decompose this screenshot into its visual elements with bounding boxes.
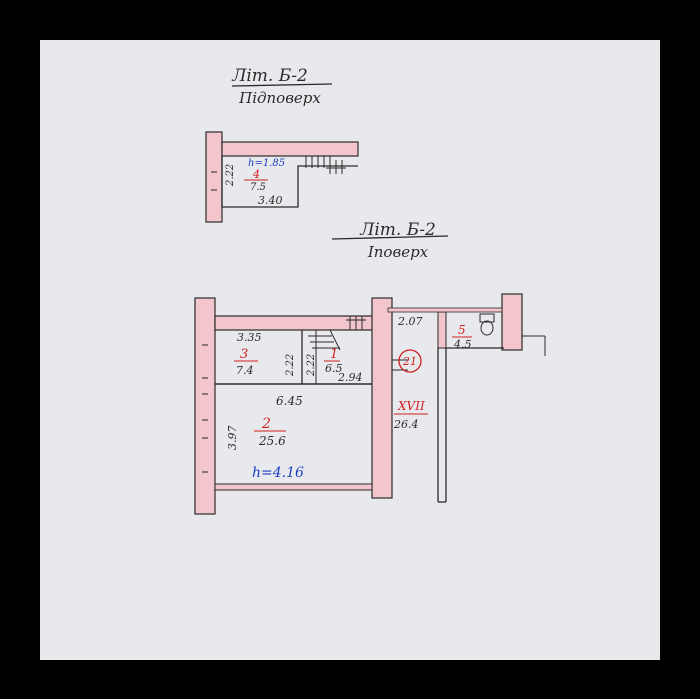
room-1-number: 1 [330, 347, 338, 362]
basement-room-outline [221, 156, 358, 208]
first-floor-stairs [308, 316, 366, 351]
room-2-area: 25.6 [258, 434, 286, 448]
room-1-area: 6.5 [325, 362, 343, 375]
corridor-area: 26.4 [393, 418, 419, 431]
basement-left-wall [205, 131, 223, 223]
left-outer-wall [194, 297, 216, 515]
basement-height-label: h=1.85 [248, 158, 285, 169]
dim-222-a: 2.22 [285, 354, 296, 377]
first-floor-title-underline [331, 235, 449, 240]
right-partition-wall [371, 297, 393, 499]
basement-title: Літ. Б-2 [231, 66, 308, 86]
room-2-number: 2 [261, 416, 271, 432]
plan-sheet: Літ. Б-2 Підповерх h=1.85 4 7.5 3.40 2.2… [40, 40, 660, 660]
floor-plan-drawing: Літ. Б-2 Підповерх h=1.85 4 7.5 3.40 2.2… [194, 66, 546, 515]
top-wall [214, 315, 376, 331]
upper-right-wall [387, 307, 503, 313]
dim-645: 6.45 [276, 394, 303, 408]
dim-294: 2.94 [337, 371, 363, 384]
dim-222-b: 2.22 [306, 354, 317, 377]
first-floor-height-label: h=4.16 [252, 465, 304, 481]
basement-title-underline [231, 83, 333, 87]
right-outer-wall [501, 293, 523, 351]
first-floor-title: Літ. Б-2 [359, 220, 436, 240]
bathroom-wall [437, 311, 447, 349]
first-floor-interior-lines [215, 330, 546, 503]
basement-stairs [305, 156, 346, 174]
basement-subtitle: Підповерх [238, 89, 321, 107]
room-5-number: 5 [458, 323, 466, 337]
corridor-number: XVII [397, 399, 425, 413]
room-3-area: 7.4 [236, 364, 254, 377]
unit-number-circle [398, 349, 422, 373]
left-wall-windows [202, 344, 208, 473]
basement-room-number: 4 [252, 168, 260, 181]
room-5-area: 4.5 [453, 338, 472, 351]
room-3-number: 3 [240, 347, 248, 362]
first-floor-walls [194, 293, 523, 515]
basement-plan: Літ. Б-2 Підповерх h=1.85 4 7.5 3.40 2.2… [205, 66, 359, 223]
first-floor-plan: Літ. Б-2 Іповерх [194, 220, 546, 515]
first-floor-subtitle: Іповерх [367, 243, 429, 261]
dim-207: 2.07 [397, 315, 423, 328]
basement-top-wall [221, 141, 359, 157]
dim-335: 3.35 [237, 331, 262, 344]
bottom-wall [214, 483, 373, 491]
unit-number: 21 [402, 355, 417, 368]
dim-397: 3.97 [226, 426, 239, 451]
basement-dim-height: 2.22 [225, 164, 236, 187]
toilet-fixture [479, 313, 495, 336]
basement-room-area: 7.5 [250, 182, 266, 193]
basement-dim-width: 3.40 [258, 194, 283, 207]
